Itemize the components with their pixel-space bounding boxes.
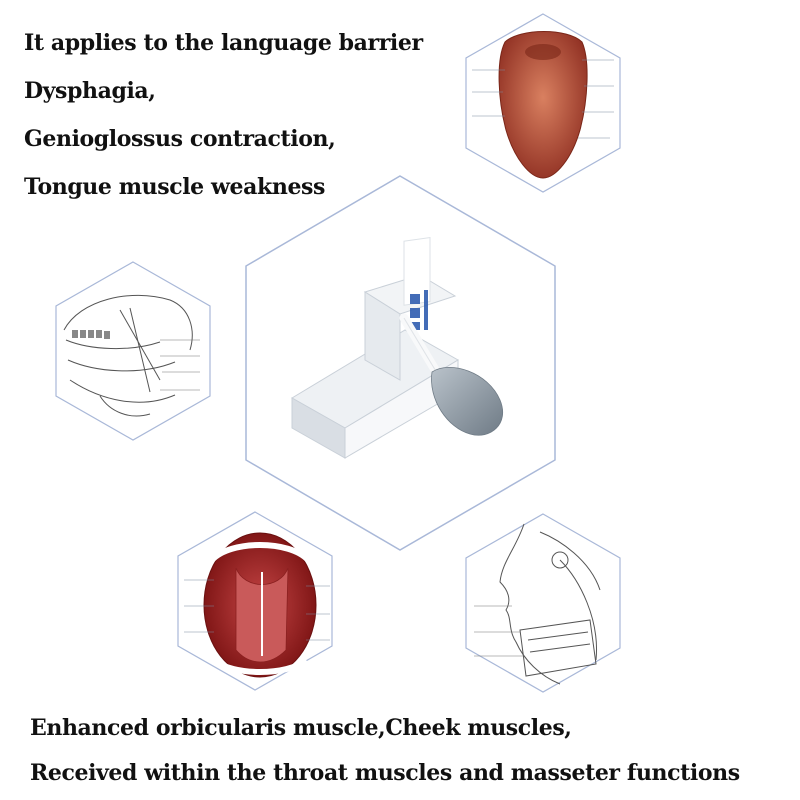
product-hexagon	[245, 175, 556, 551]
face-masseter-anatomy-illustration	[465, 513, 621, 693]
benefit-line-3: Genioglossus contraction,	[24, 126, 336, 152]
tongue-trainer-product-photo	[291, 236, 503, 459]
benefit-line-2: Dysphagia,	[24, 78, 156, 104]
benefit-line-5: Enhanced orbicularis muscle,Cheek muscle…	[30, 715, 572, 741]
benefit-line-6: Received within the throat muscles and m…	[30, 760, 740, 786]
jaw-muscle-anatomy-illustration	[55, 261, 211, 441]
tongue-anatomy-illustration	[465, 13, 621, 193]
benefit-line-4: Tongue muscle weakness	[24, 174, 326, 200]
oral-cavity-illustration	[177, 511, 333, 691]
benefit-line-1: It applies to the language barrier	[24, 30, 423, 56]
